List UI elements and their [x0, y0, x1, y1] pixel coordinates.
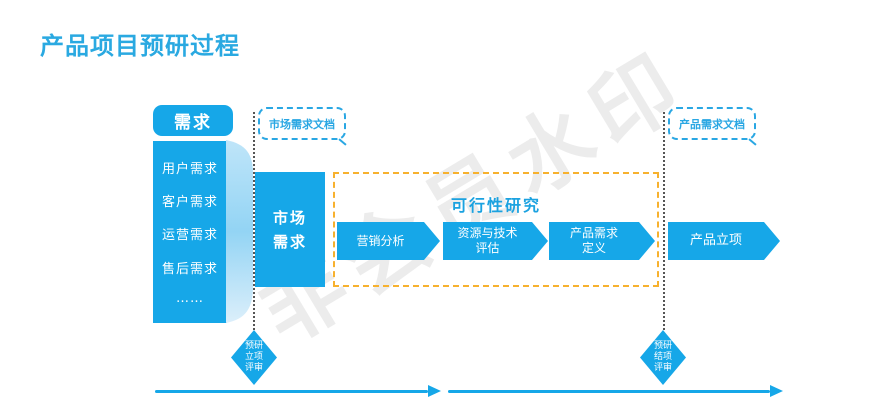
demand-column-header: 需求: [153, 105, 233, 136]
demand-item-ellipsis: ……: [176, 290, 204, 306]
step-resource-tech-eval: 资源与技术 评估: [443, 222, 548, 260]
timeline-arrowhead-2-icon: [770, 385, 783, 397]
demand-item-user: 用户需求: [161, 162, 218, 178]
page-title: 产品项目预研过程: [40, 32, 240, 60]
feasibility-frame: 可行性研究: [333, 172, 659, 287]
funnel-shape: [226, 140, 253, 323]
timeline-segment-2: [448, 390, 770, 393]
market-demand-box: 市场 需求: [255, 172, 325, 287]
demand-item-customer: 客户需求: [161, 195, 218, 211]
timeline-segment-1: [155, 390, 428, 393]
product-doc-label: 产品需求文档: [668, 107, 756, 140]
guide-line-product-doc: [663, 112, 665, 330]
market-doc-label: 市场需求文档: [258, 107, 346, 140]
timeline-arrowhead-1-icon: [428, 385, 441, 397]
demand-item-aftersale: 售后需求: [161, 261, 218, 277]
review-closing-diamond: 预研 结项 评审: [640, 330, 686, 385]
feasibility-title: 可行性研究: [450, 196, 541, 215]
step-marketing-analysis: 营销分析: [337, 222, 440, 260]
review-kickoff-diamond: 预研 立项 评审: [231, 330, 277, 385]
demand-column: 用户需求 客户需求 运营需求 售后需求 ……: [153, 141, 227, 323]
guide-line-market-doc: [253, 112, 255, 330]
step-requirement-define: 产品需求 定义: [549, 222, 655, 260]
demand-item-operation: 运营需求: [161, 228, 218, 244]
step-project-approval: 产品立项: [668, 222, 780, 260]
